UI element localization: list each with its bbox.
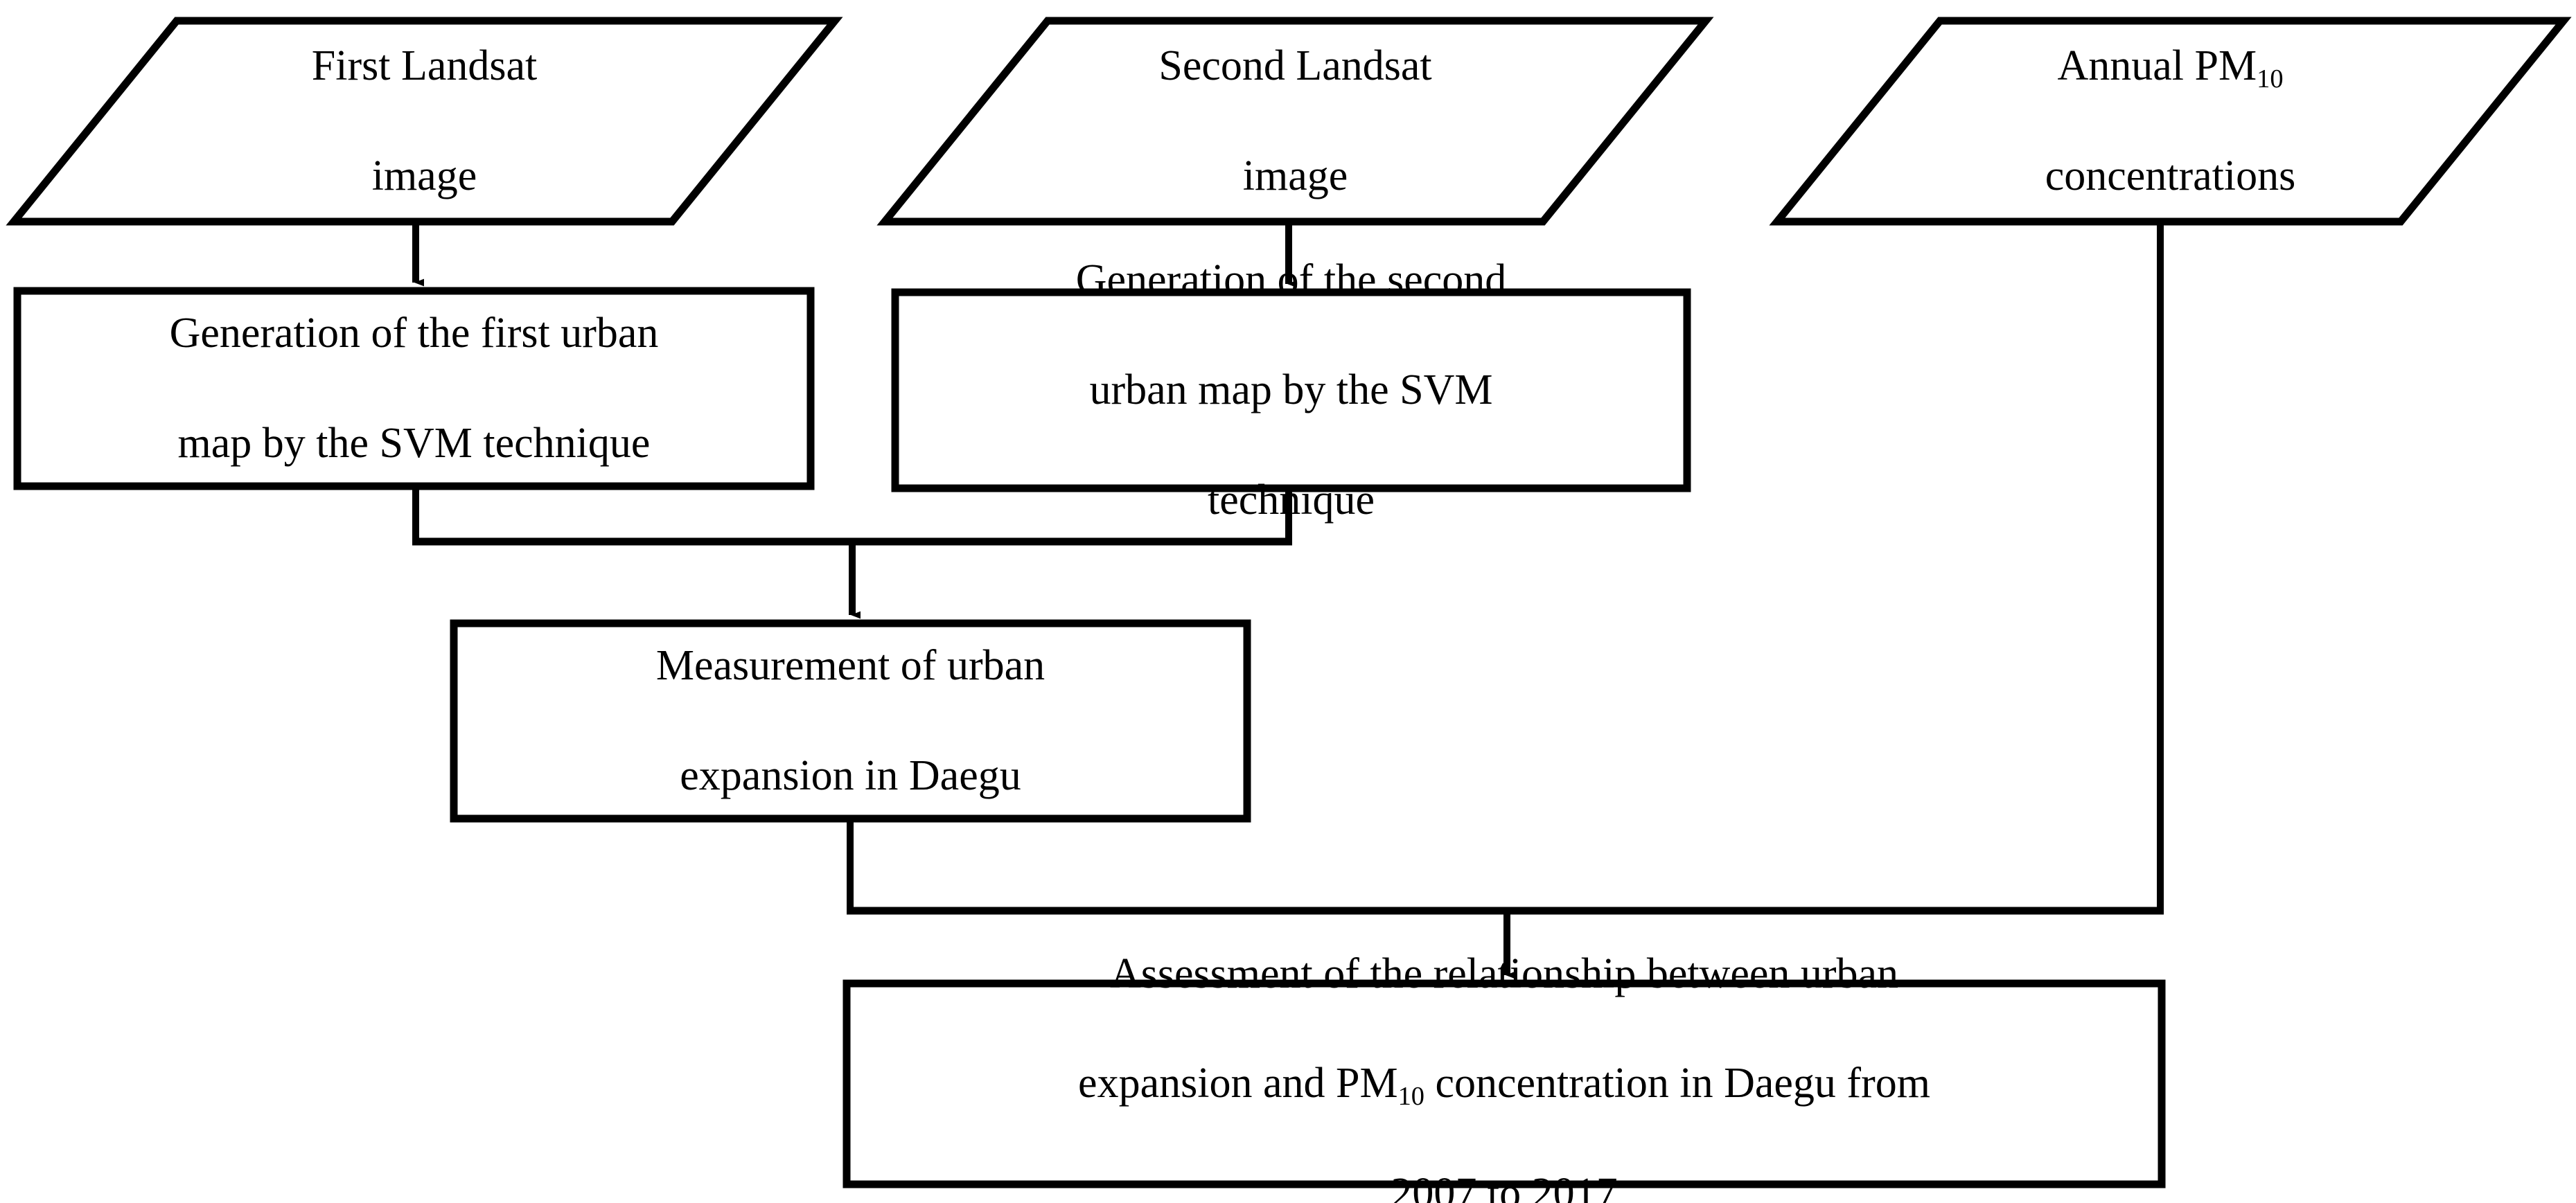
- node-measurement-urban-expansion[interactable]: [450, 619, 1251, 823]
- node-second-urban-map[interactable]: [891, 288, 1691, 492]
- node-first-landsat-image[interactable]: [6, 17, 843, 226]
- node-first-urban-map[interactable]: [13, 287, 815, 490]
- node-second-landsat-image[interactable]: [876, 17, 1714, 226]
- node-annual-pm10-concentrations[interactable]: [1769, 17, 2572, 226]
- node-assessment-relationship[interactable]: [843, 979, 2166, 1188]
